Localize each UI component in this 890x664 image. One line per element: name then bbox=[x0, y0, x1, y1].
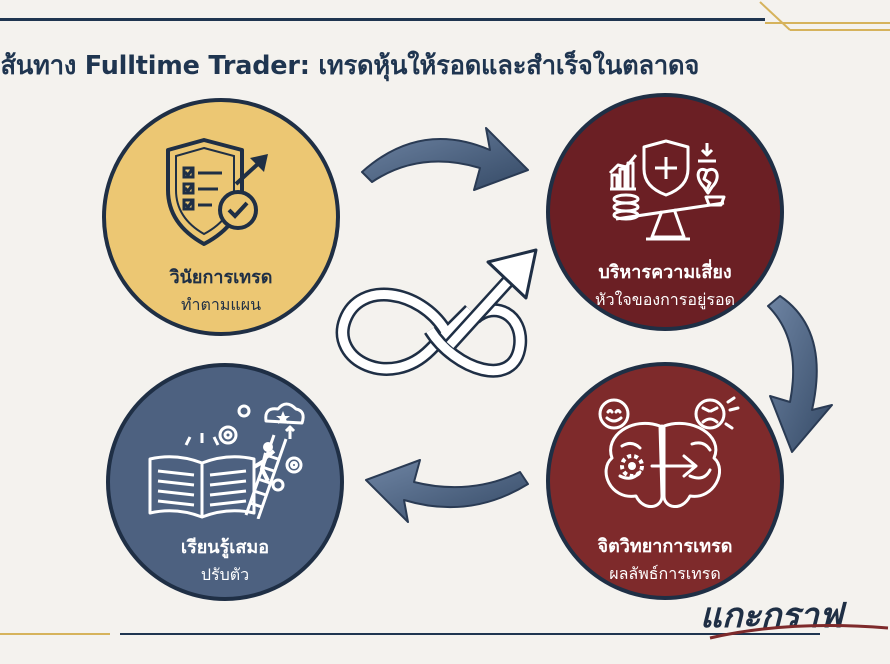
node-risk-title: บริหารความเสี่ยง bbox=[598, 262, 732, 283]
signature-underline bbox=[709, 624, 889, 640]
node-discipline-subtitle: ทำตามแผน bbox=[180, 295, 262, 314]
corner-decoration bbox=[759, 1, 890, 31]
shield-checklist-icon bbox=[166, 138, 268, 246]
risk-balance-icon bbox=[608, 139, 726, 241]
top-divider bbox=[0, 18, 765, 21]
page-title: เส้นทาง Fulltime Trader: เทรดหุ้นให้รอดแ… bbox=[0, 51, 700, 81]
arrow-discipline-to-risk bbox=[361, 127, 529, 191]
top-gold-divider bbox=[765, 22, 890, 24]
node-discipline: วินัยการเทรด ทำตามแผน bbox=[102, 98, 340, 336]
bottom-gold-divider bbox=[0, 633, 110, 635]
arrow-psychology-to-learning bbox=[365, 459, 529, 523]
bottom-divider bbox=[120, 633, 820, 635]
brain-emotion-icon bbox=[598, 396, 740, 508]
node-learning-title: เรียนรู้เสมอ bbox=[180, 537, 270, 558]
node-psychology-subtitle: ผลลัพธ์การเทรด bbox=[609, 564, 721, 583]
node-learning: เรียนรู้เสมอ ปรับตัว bbox=[106, 363, 344, 601]
book-ladder-icon bbox=[148, 402, 305, 519]
node-risk: บริหารความเสี่ยง หัวใจของการอยู่รอด bbox=[546, 93, 784, 331]
node-psychology-title: จิตวิทยาการเทรด bbox=[597, 536, 733, 557]
node-discipline-title: วินัยการเทรด bbox=[169, 267, 273, 288]
infinity-growth-arrow-icon bbox=[335, 248, 538, 378]
arrow-risk-to-psychology bbox=[767, 295, 833, 453]
node-learning-subtitle: ปรับตัว bbox=[200, 565, 250, 584]
node-risk-subtitle: หัวใจของการอยู่รอด bbox=[595, 290, 735, 309]
node-psychology: จิตวิทยาการเทรด ผลลัพธ์การเทรด bbox=[546, 362, 784, 600]
